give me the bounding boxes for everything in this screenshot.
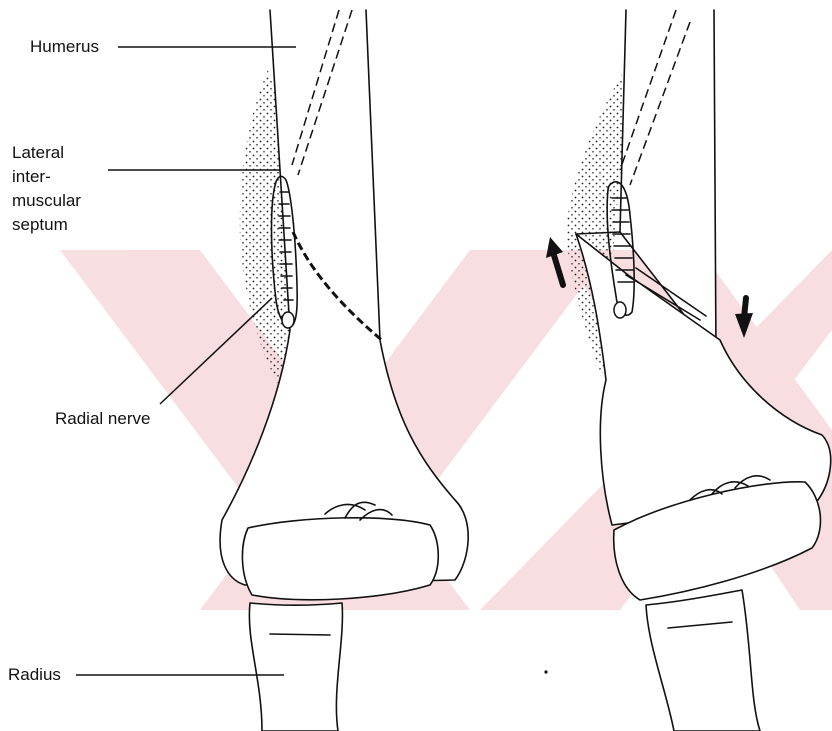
ink-dot	[544, 670, 547, 673]
label-radius: Radius	[8, 665, 61, 684]
left-radius-line	[270, 634, 330, 635]
right-radial-nerve-end	[614, 302, 626, 318]
label-humerus: Humerus	[30, 37, 99, 56]
label-muscular: muscular	[12, 191, 81, 210]
label-inter: inter-	[12, 167, 51, 186]
label-lateral: Lateral	[12, 143, 64, 162]
left-radius-bone	[249, 603, 342, 731]
left-condyle-block	[242, 518, 438, 600]
label-septum: septum	[12, 215, 68, 234]
left-radial-nerve-end	[282, 312, 294, 328]
right-radius-bone	[646, 590, 760, 731]
label-radial-nerve: Radial nerve	[55, 409, 150, 428]
